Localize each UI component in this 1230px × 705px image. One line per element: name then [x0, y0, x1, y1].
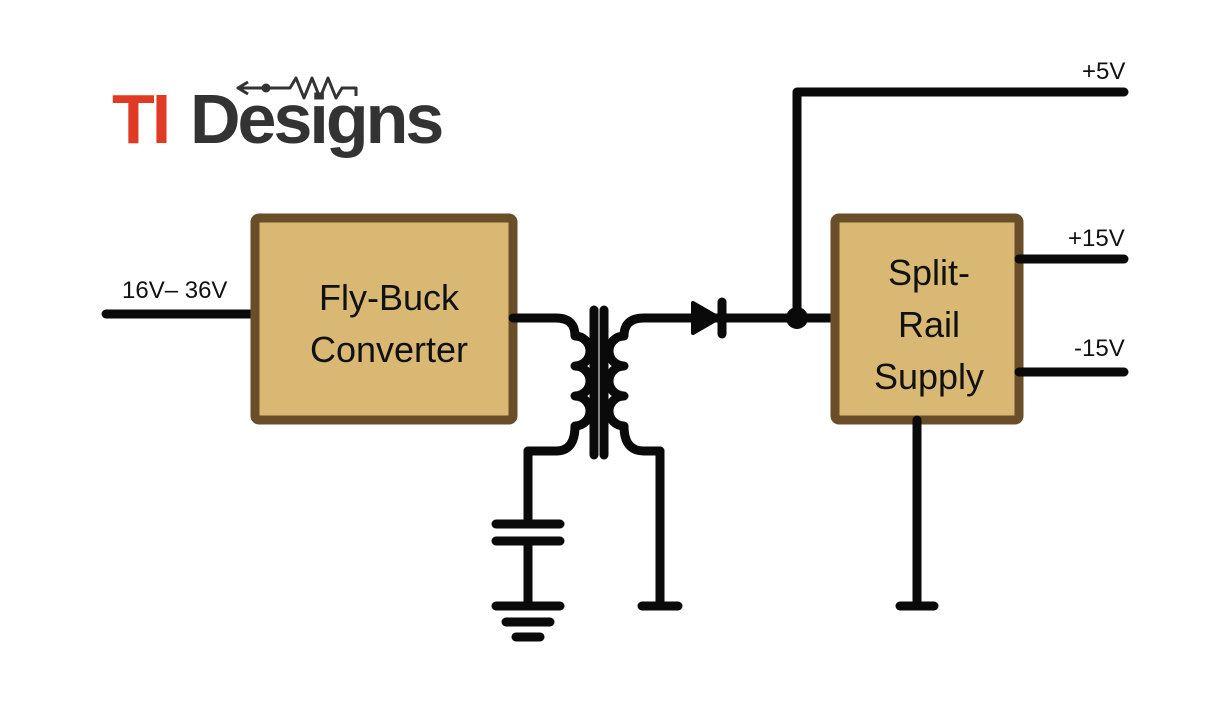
- splitrail-label-line3: Supply: [874, 356, 984, 397]
- output-minus15v-label: -15V: [1074, 335, 1125, 362]
- output-15v-label: +15V: [1068, 225, 1125, 252]
- splitrail-ground-wire: [895, 415, 939, 611]
- capacitor-icon: [491, 446, 565, 611]
- output-5v-label: +5V: [1082, 58, 1125, 85]
- flybuck-converter-block: Fly-Buck Converter: [250, 213, 518, 425]
- input-voltage-label: 16V– 36V: [122, 277, 227, 304]
- transformer-icon: [508, 305, 745, 460]
- resistor-icon: [236, 76, 358, 100]
- split-rail-supply-block: Split- Rail Supply: [830, 213, 1024, 425]
- logo-ti: TI: [112, 80, 168, 158]
- splitrail-label-line2: Rail: [898, 304, 960, 345]
- secondary-ground-wire: [637, 446, 683, 611]
- ground-icon: [491, 601, 565, 642]
- ti-designs-logo: TI Designs: [112, 76, 445, 158]
- flybuck-label-line2: Converter: [310, 329, 468, 370]
- flybuck-label-line1: Fly-Buck: [319, 277, 460, 318]
- splitrail-label-line1: Split-: [888, 252, 970, 293]
- 5v-output-wire: [792, 87, 1129, 323]
